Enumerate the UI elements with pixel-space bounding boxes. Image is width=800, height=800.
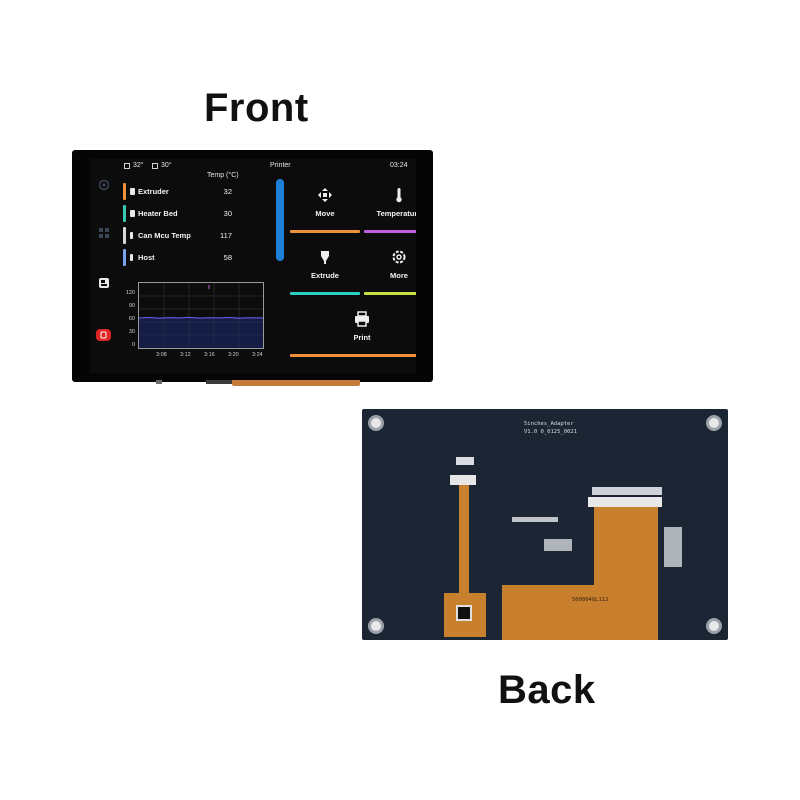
y-tick-label: 90 xyxy=(128,303,135,309)
row-color-bar xyxy=(123,227,126,244)
main-fpc-connector xyxy=(588,497,662,507)
tile-color-bar xyxy=(290,292,360,295)
touch-fpc-strip xyxy=(459,485,469,595)
move-button[interactable]: Move xyxy=(290,179,360,237)
x-tick-label: 3:20 xyxy=(228,352,239,358)
y-tick-label: 0 xyxy=(131,342,135,348)
extrude-button[interactable]: Extrude xyxy=(290,241,360,299)
status-bar: 32° 30° Printer 03:24 xyxy=(90,159,416,175)
mount-hole xyxy=(368,415,384,431)
host-icon xyxy=(130,254,133,261)
touch-screen: 32° 30° Printer 03:24 Temp (°C) xyxy=(90,159,416,373)
console-icon[interactable] xyxy=(98,277,110,289)
tile-color-bar xyxy=(364,292,416,295)
tile-color-bar xyxy=(290,354,416,357)
x-tick-label: 3:08 xyxy=(156,352,167,358)
row-color-bar xyxy=(123,249,126,266)
tile-label: Extrude xyxy=(311,271,339,280)
y-tick-label: 30 xyxy=(128,329,135,335)
tile-label: More xyxy=(390,271,408,280)
more-button[interactable]: More xyxy=(364,241,416,299)
printer-icon xyxy=(355,311,369,327)
mount-hole xyxy=(368,618,384,634)
ic-cluster xyxy=(544,539,572,551)
tile-label: Temperature xyxy=(376,209,416,218)
row-label: Heater Bed xyxy=(138,209,178,218)
row-label: Can Mcu Temp xyxy=(138,231,191,240)
tile-color-bar xyxy=(290,230,360,233)
row-color-bar xyxy=(123,183,126,200)
tile-color-bar xyxy=(364,230,416,233)
emergency-stop-icon[interactable] xyxy=(96,329,111,341)
thermometer-small-icon xyxy=(130,232,133,239)
status-temp-b: 30° xyxy=(161,162,172,169)
extruder-icon xyxy=(130,188,135,195)
move-icon xyxy=(318,188,332,202)
bed-mini-icon xyxy=(152,163,158,169)
grid-icon[interactable] xyxy=(98,227,110,239)
touch-controller-chip xyxy=(456,605,472,621)
tile-label: Print xyxy=(353,333,371,342)
graph-fill xyxy=(139,317,263,348)
y-tick-label: 120 xyxy=(125,290,135,296)
row-label: Extruder xyxy=(138,187,169,196)
heater-bed-icon xyxy=(130,210,135,217)
display-fpc-vertical xyxy=(594,507,658,589)
fpc-connector xyxy=(450,475,476,485)
row-label: Host xyxy=(138,253,155,262)
temperature-button[interactable]: Temperature xyxy=(364,179,416,237)
row-value: 58 xyxy=(223,253,232,262)
display-fpc-horizontal xyxy=(502,585,658,640)
temp-header: Temp (°C) xyxy=(207,172,239,179)
front-display-device: 32° 30° Printer 03:24 Temp (°C) xyxy=(72,150,433,382)
status-title: Printer xyxy=(270,162,291,169)
side-components xyxy=(664,527,682,567)
gear-icon[interactable] xyxy=(98,179,110,191)
fpc-code-silk: 500004QL112 xyxy=(572,597,609,603)
front-heading: Front xyxy=(204,86,309,130)
smd-component xyxy=(456,457,474,465)
print-button[interactable]: Print xyxy=(290,303,416,361)
board-name-silk: 5inches_Adapter xyxy=(524,421,574,427)
back-pcb: 5inches_Adapter V1.0 0_0125_0021 500004Q… xyxy=(362,409,728,640)
board-version-silk: V1.0 0_0125_0021 xyxy=(524,429,577,435)
y-tick-label: 60 xyxy=(128,316,135,322)
extruder-mini-icon xyxy=(124,163,130,169)
x-tick-label: 3:12 xyxy=(180,352,191,358)
gear-icon xyxy=(392,250,406,264)
header-connector xyxy=(512,517,558,522)
graph-plot xyxy=(138,283,264,348)
temperature-graph xyxy=(138,282,264,349)
x-tick-label: 3:24 xyxy=(252,352,263,358)
front-connector xyxy=(206,380,232,384)
row-value: 32 xyxy=(223,187,232,196)
x-tick-label: 3:16 xyxy=(204,352,215,358)
back-heading: Back xyxy=(498,668,596,712)
front-component xyxy=(156,380,162,384)
mount-hole xyxy=(706,415,722,431)
graph-series-line xyxy=(138,316,264,319)
top-component-row xyxy=(592,487,662,495)
row-value: 30 xyxy=(223,209,232,218)
tile-label: Move xyxy=(315,209,335,218)
status-temp-a: 32° xyxy=(133,162,144,169)
thermometer-icon xyxy=(396,188,402,203)
extrude-icon xyxy=(321,251,329,264)
scrollbar[interactable] xyxy=(276,179,284,261)
row-color-bar xyxy=(123,205,126,222)
mount-hole xyxy=(706,618,722,634)
front-fpc-tab xyxy=(232,380,360,386)
row-value: 117 xyxy=(220,231,232,240)
status-time: 03:24 xyxy=(390,162,408,169)
